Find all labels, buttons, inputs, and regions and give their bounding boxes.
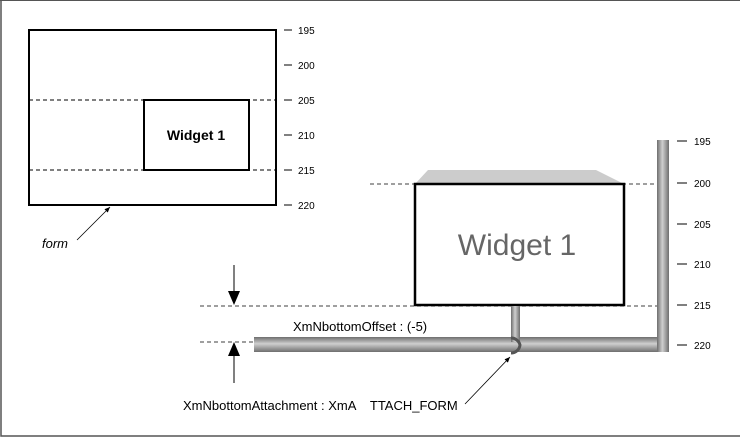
widget-top-bevel	[415, 170, 624, 184]
form-pointer-arrow	[76, 206, 111, 241]
right-diagram: Widget 1 195 200 205 210 215 220 XmNbott…	[183, 137, 711, 413]
tick-label: 205	[694, 220, 711, 231]
tick-label: 220	[694, 341, 711, 352]
tick-label: 195	[298, 26, 315, 37]
tick-label: 195	[694, 137, 711, 148]
offset-label: XmNbottomOffset : (-5)	[293, 319, 427, 334]
tick-label: 215	[298, 166, 315, 177]
form-right-pipe	[657, 140, 669, 352]
form-label: form	[42, 236, 68, 251]
right-ruler: 195 200 205 210 215 220	[677, 137, 711, 352]
tick-label: 200	[298, 61, 315, 72]
tick-label: 205	[298, 96, 315, 107]
widget-small	[143, 99, 250, 171]
widget-large	[413, 182, 626, 307]
tick-label: 220	[298, 201, 315, 212]
attachment-joint-icon	[510, 336, 522, 355]
tick-label: 215	[694, 301, 711, 312]
offset-up-arrow-icon	[228, 342, 240, 356]
form-bottom-pipe	[254, 337, 669, 352]
form-rect	[28, 29, 277, 206]
tick-label: 200	[694, 179, 711, 190]
widget-large-label: Widget 1	[458, 229, 576, 262]
left-diagram: Widget 1 195 200 205 210 215 220 form	[28, 26, 315, 251]
attachment-label: XmNbottomAttachment : XmA TTACH_FORM	[183, 398, 458, 413]
tick-label: 210	[694, 260, 711, 271]
offset-down-arrow-icon	[228, 291, 240, 305]
attachment-stem	[511, 306, 520, 342]
left-ruler: 195 200 205 210 215 220	[284, 26, 315, 212]
tick-label: 210	[298, 131, 315, 142]
widget-small-label: Widget 1	[167, 127, 225, 143]
attachment-pointer-arrow	[464, 356, 511, 405]
